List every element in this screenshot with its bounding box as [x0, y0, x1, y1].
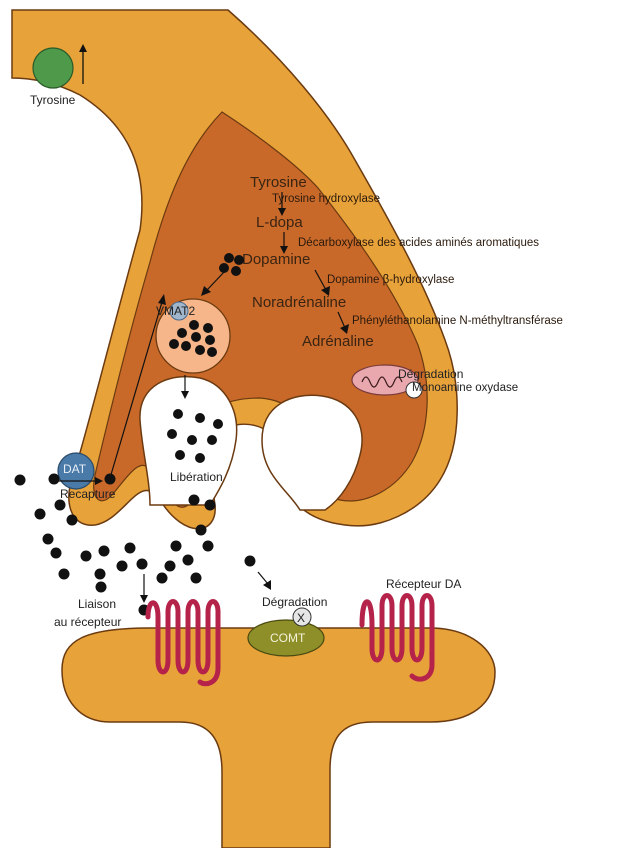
mao-label: Monoamine oxydase — [412, 382, 518, 394]
binding-label-line2: au récepteur — [54, 615, 121, 629]
release-label: Libération — [170, 470, 223, 484]
comt-degradation-label: Dégradation — [262, 595, 327, 609]
compound-tyrosine: Tyrosine — [250, 174, 307, 191]
dat-label: DAT — [63, 462, 87, 476]
enzyme-dbh: Dopamine β-hydroxylase — [327, 274, 454, 286]
compound-dopamine: Dopamine — [242, 251, 310, 268]
compound-noradrenaline: Noradrénaline — [252, 294, 346, 311]
comt-label: COMT — [270, 631, 306, 645]
binding-label-line1: Liaison — [78, 597, 116, 611]
compound-l-dopa: L-dopa — [256, 214, 303, 231]
reuptake-label: Recapture — [60, 487, 116, 501]
tyrosine-transporter — [33, 48, 73, 88]
vmat2-label: VMAT2 — [156, 304, 195, 318]
enzyme-pnmt: Phényléthanolamine N-méthyltransférase — [352, 315, 563, 327]
enzyme-tyrosine-hydroxylase: Tyrosine hydroxylase — [272, 193, 380, 205]
tyrosine-label: Tyrosine — [30, 93, 76, 107]
da-receptor-label: Récepteur DA — [386, 577, 461, 591]
compound-adrenaline: Adrénaline — [302, 333, 374, 350]
comt-x-mark: X — [297, 611, 305, 625]
enzyme-aadc: Décarboxylase des acides aminés aromatiq… — [298, 237, 539, 249]
mao-degradation-label: Dégradation — [398, 367, 463, 381]
